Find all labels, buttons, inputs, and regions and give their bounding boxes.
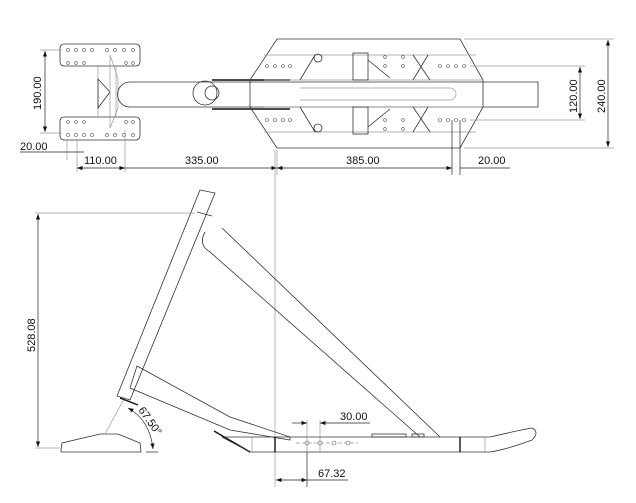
bolt-hole (265, 118, 269, 122)
bolt-hole (122, 48, 126, 52)
dim-528: 528.08 (26, 318, 38, 352)
bolt-hole (105, 48, 109, 52)
dim-67-32: 67.32 (318, 468, 346, 480)
bolt-hole (131, 48, 135, 52)
bolt-hole (131, 133, 135, 137)
diagonal-brace (202, 227, 441, 438)
frame (249, 38, 484, 149)
base-rail (221, 427, 537, 453)
left-foot-plates (59, 43, 141, 141)
bolt-hole (82, 133, 86, 137)
bolt-hole (273, 64, 277, 68)
bolt-hole (438, 118, 442, 122)
top-view: 190.00 20.00 110.00 335.00 385.00 20.00 … (20, 38, 614, 175)
bolt-hole (105, 133, 109, 137)
bolt-hole (74, 48, 78, 52)
bolt-hole (401, 64, 405, 68)
side-view: 528.08 67.50° 30.00 67.32 (26, 189, 537, 487)
bolt-hole (401, 55, 405, 59)
bolt-hole (446, 64, 450, 68)
bolt-hole (66, 48, 70, 52)
bolt-hole (281, 64, 285, 68)
foot-base (60, 433, 142, 453)
bolt-hole (124, 61, 128, 65)
bolt-hole (124, 120, 128, 124)
bolt-hole (113, 133, 117, 137)
bolt-hole (331, 440, 337, 446)
bolt-hole (273, 118, 277, 122)
bolt-hole (66, 133, 70, 137)
dim-240: 240.00 (596, 79, 608, 113)
bolt-hole (438, 64, 442, 68)
bolt-hole (82, 61, 86, 65)
bolt-hole (131, 120, 135, 124)
main-beam (117, 79, 539, 110)
top-dimensions: 190.00 20.00 110.00 335.00 385.00 20.00 … (20, 38, 614, 175)
bolt-hole (401, 118, 405, 122)
bolt-hole (74, 133, 78, 137)
bolt-hole (66, 61, 70, 65)
bolt-hole (90, 133, 94, 137)
column-tube (116, 189, 216, 401)
lower-arm (129, 365, 291, 441)
bolt-hole (401, 127, 405, 131)
bolt-hole (462, 118, 466, 122)
bolt-hole (383, 127, 387, 131)
bolt-hole (288, 118, 292, 122)
bolt-hole (74, 120, 78, 124)
bolt-hole (66, 120, 70, 124)
bolt-hole (446, 118, 450, 122)
dim-20-left: 20.00 (20, 141, 48, 153)
bolt-hole (454, 118, 458, 122)
bolt-hole (383, 118, 387, 122)
dim-190: 190.00 (32, 76, 44, 110)
bolt-hole (82, 48, 86, 52)
dim-335: 335.00 (185, 155, 219, 167)
bolt-hole (454, 64, 458, 68)
dim-120: 120.00 (568, 79, 580, 113)
bolt-hole (288, 64, 292, 68)
bolt-hole (82, 120, 86, 124)
bolt-hole (345, 440, 351, 446)
bolt-hole (131, 61, 135, 65)
bolt-hole (383, 55, 387, 59)
bolt-hole (90, 48, 94, 52)
bolt-hole (281, 118, 285, 122)
bolt-hole (383, 64, 387, 68)
bolt-hole (113, 48, 117, 52)
dim-20-right: 20.00 (478, 155, 506, 167)
bolt-hole (462, 64, 466, 68)
dim-110: 110.00 (84, 155, 117, 167)
dim-30: 30.00 (340, 411, 368, 423)
dim-385: 385.00 (346, 155, 380, 167)
bolt-hole (265, 64, 269, 68)
bolt-hole (74, 61, 78, 65)
